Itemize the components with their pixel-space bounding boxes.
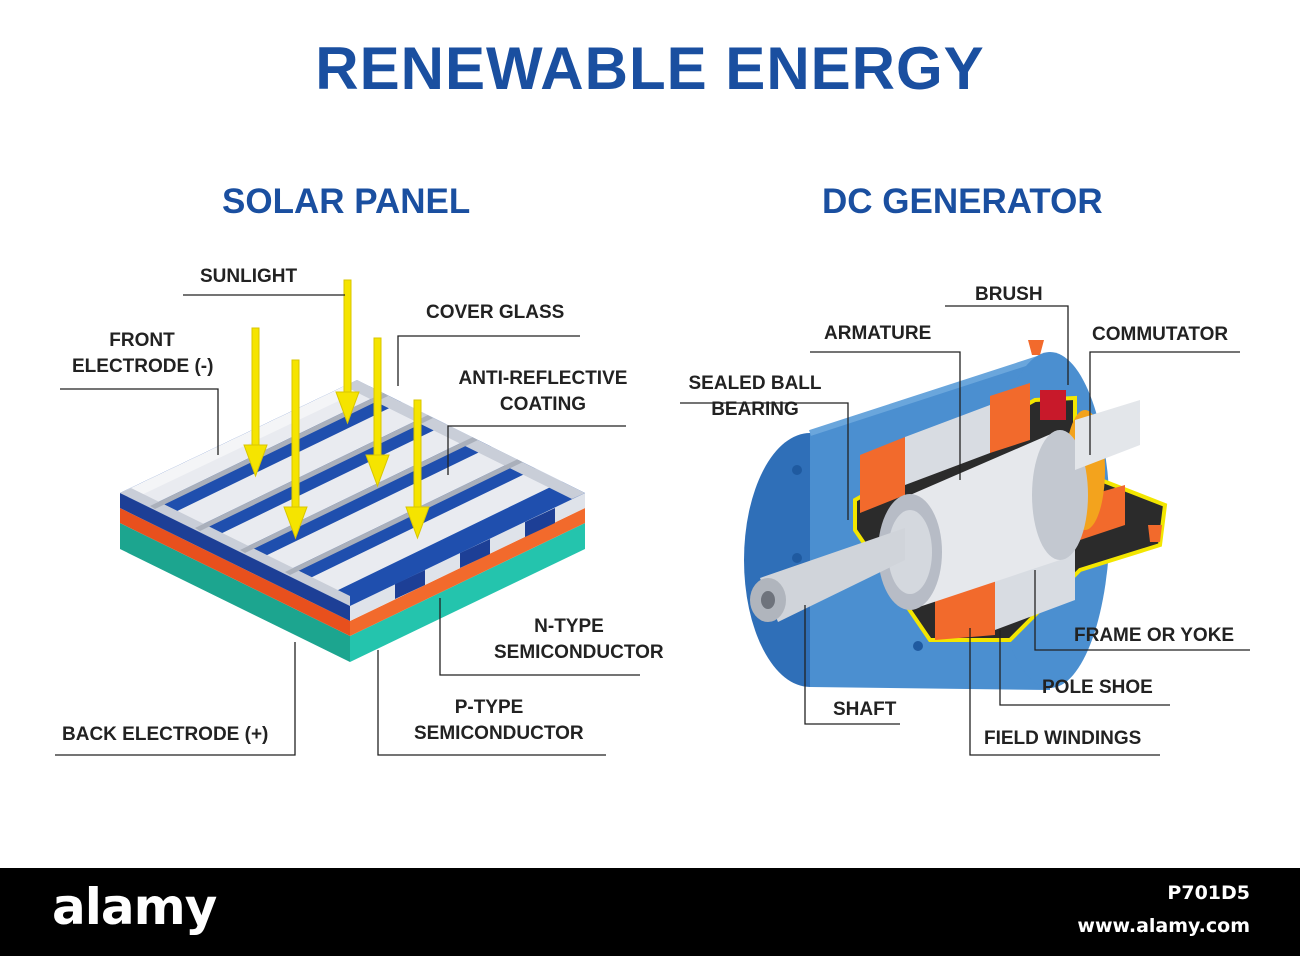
image-id: P701D5 (1167, 882, 1250, 904)
label-field-windings: FIELD WINDINGS (984, 728, 1142, 749)
site-url: www.alamy.com (1077, 915, 1250, 937)
label-anti-reflective: ANTI-REFLECTIVE COATING (458, 366, 628, 418)
label-pole-shoe: POLE SHOE (1042, 677, 1153, 698)
label-sealed-ball-line1: SEALED BALL (688, 373, 822, 394)
label-back-electrode: BACK ELECTRODE (+) (62, 724, 269, 745)
generator-leader-lines (680, 305, 1250, 756)
brush (1040, 390, 1066, 420)
label-anti-reflective-line1: ANTI-REFLECTIVE (458, 368, 628, 389)
label-armature: ARMATURE (824, 323, 932, 344)
solar-panel-title: SOLAR PANEL (222, 182, 471, 221)
shaft (750, 400, 1140, 622)
brand-logo: alamy (52, 878, 217, 936)
page-title: RENEWABLE ENERGY (315, 35, 985, 102)
label-commutator: COMMUTATOR (1092, 324, 1229, 345)
label-front-electrode-line1: FRONT (109, 330, 175, 351)
label-cover-glass: COVER GLASS (426, 302, 565, 323)
sunlight-arrows (243, 279, 430, 540)
dc-generator-title: DC GENERATOR (822, 182, 1103, 221)
watermark-footer: alamy P701D5 www.alamy.com (0, 868, 1300, 956)
label-p-type-line2: SEMICONDUCTOR (414, 723, 584, 744)
label-front-electrode: FRONT ELECTRODE (-) (72, 328, 214, 380)
cell-layer-left (120, 493, 350, 621)
n-type-layer-left (120, 508, 350, 636)
label-sealed-ball-line2: BEARING (711, 399, 799, 420)
label-n-type: N-TYPE SEMICONDUCTOR (494, 614, 664, 666)
label-n-type-line1: N-TYPE (534, 616, 604, 637)
n-type-layer-right (350, 508, 585, 636)
label-sunlight: SUNLIGHT (200, 266, 298, 287)
solar-leader-lines (55, 294, 640, 756)
label-brush: BRUSH (975, 284, 1043, 305)
label-front-electrode-line2: ELECTRODE (-) (72, 356, 214, 377)
label-frame-yoke: FRAME OR YOKE (1074, 625, 1235, 646)
p-type-layer-left (120, 523, 350, 662)
label-p-type: P-TYPE SEMICONDUCTOR (414, 695, 584, 747)
label-p-type-line1: P-TYPE (454, 697, 524, 718)
label-sealed-ball-bearing: SEALED BALL BEARING (680, 371, 830, 423)
pole-shoe-top (905, 405, 990, 485)
label-n-type-line2: SEMICONDUCTOR (494, 642, 664, 663)
label-anti-reflective-line2: COATING (499, 394, 587, 415)
p-type-layer-right (350, 523, 585, 662)
label-shaft: SHAFT (833, 699, 897, 720)
